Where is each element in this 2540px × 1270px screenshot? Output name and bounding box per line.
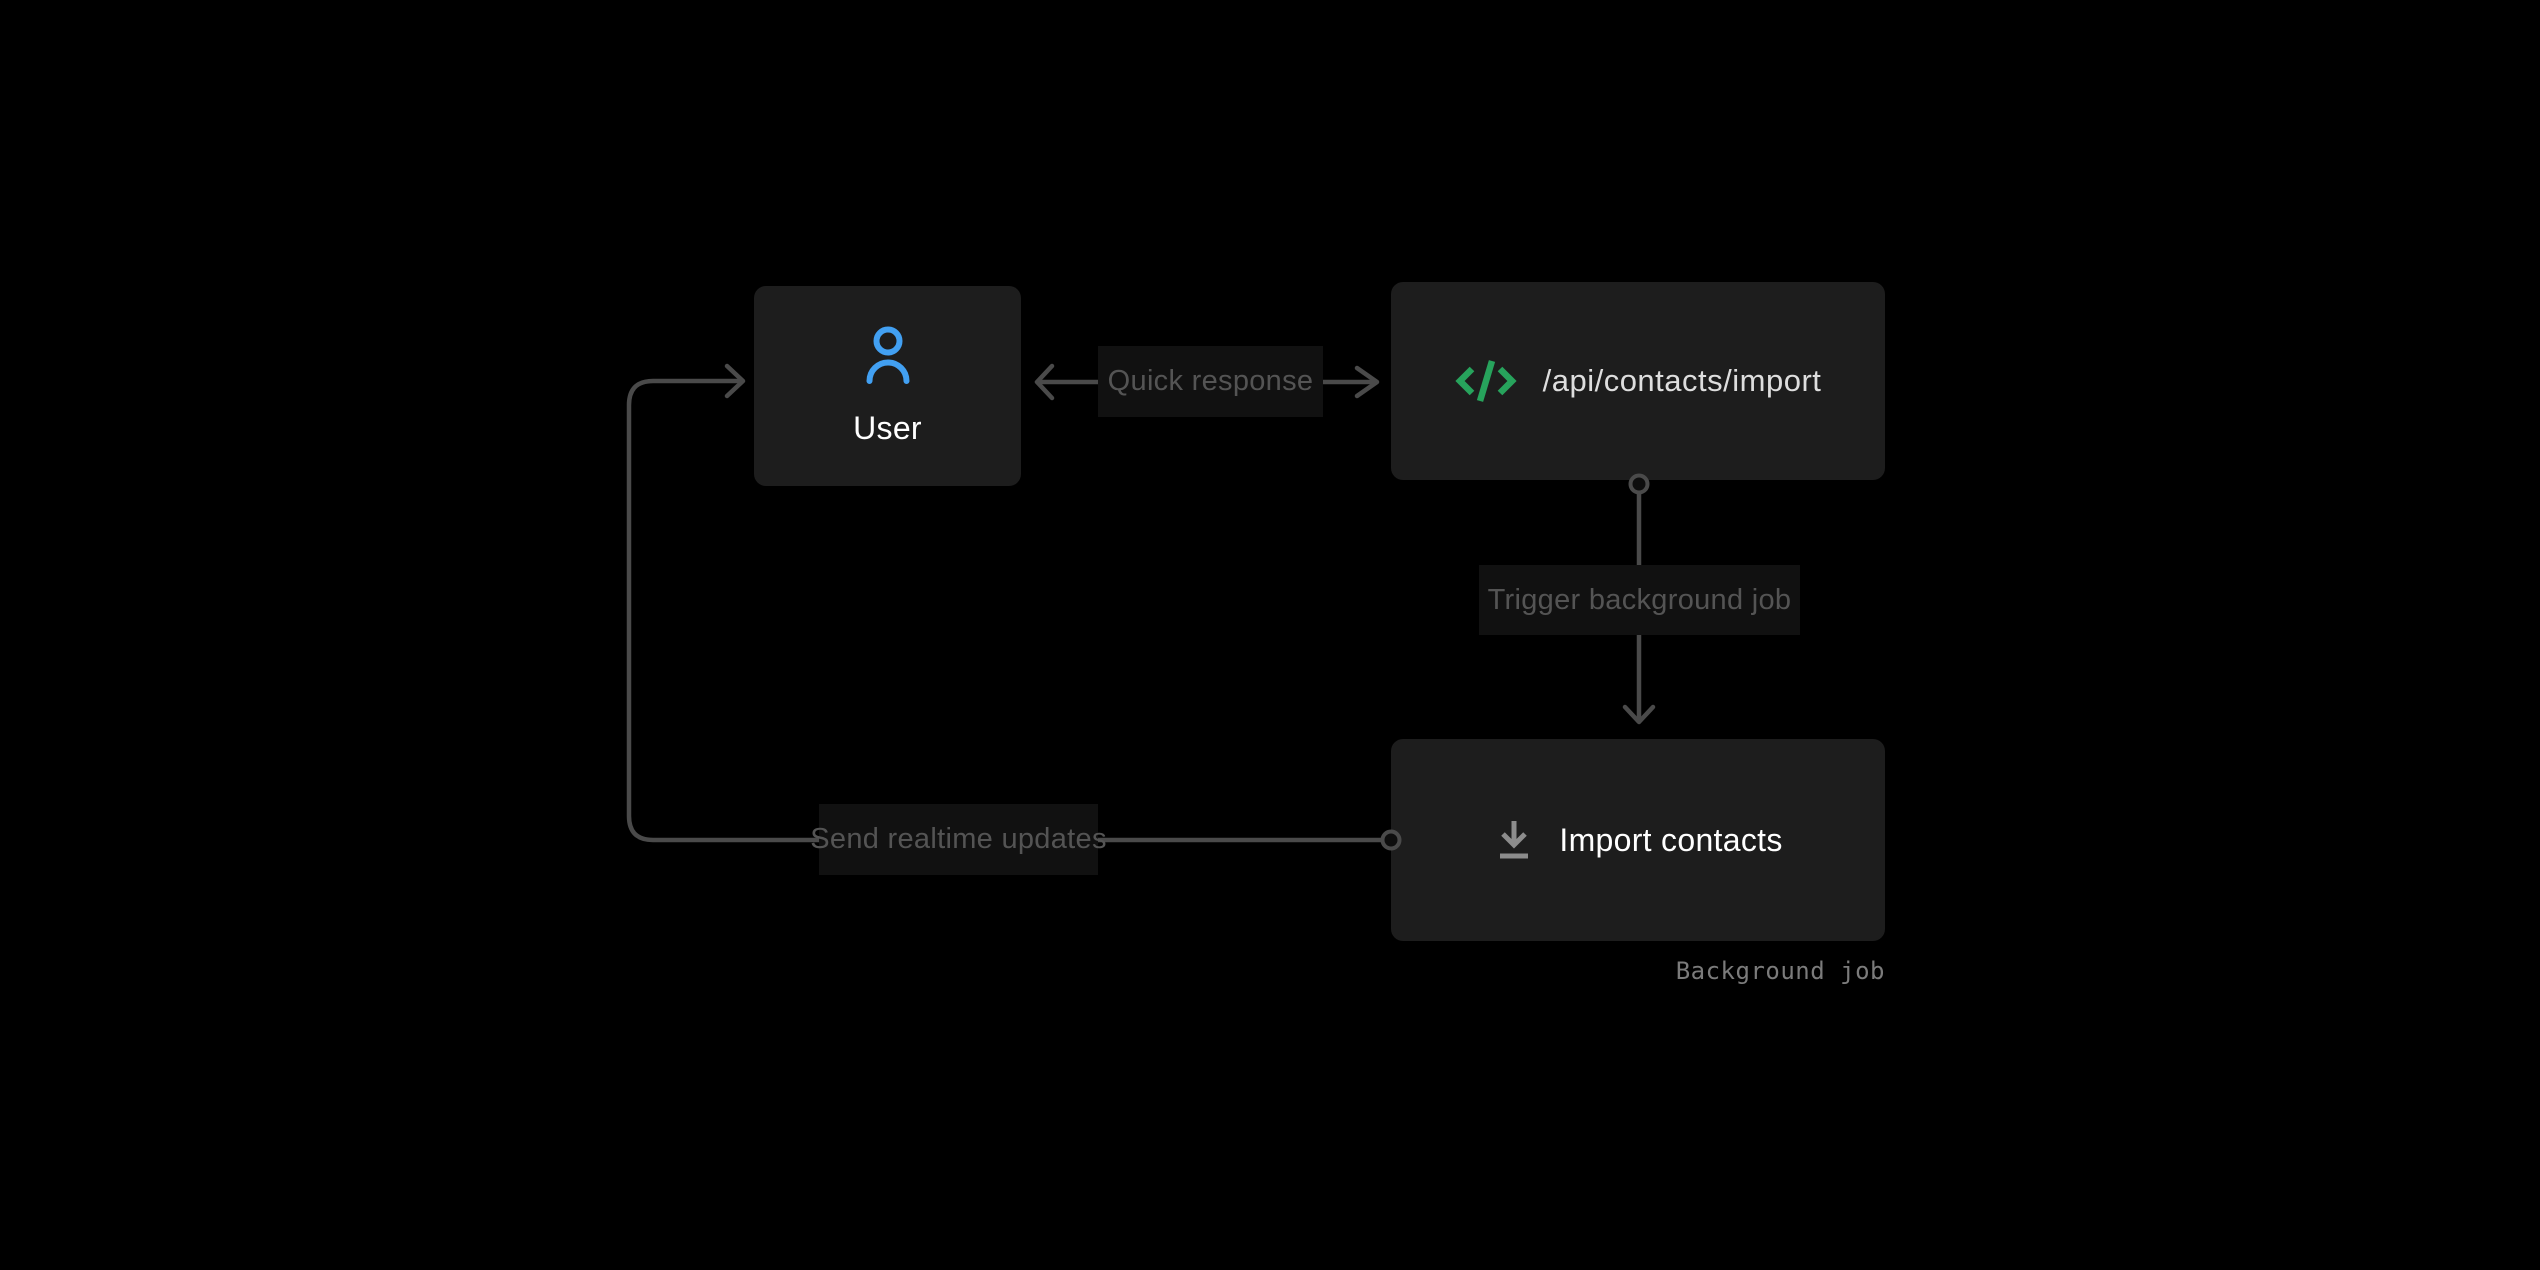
node-user: User (754, 286, 1021, 486)
edge-label-quick-response: Quick response (1098, 346, 1323, 417)
user-icon (866, 326, 909, 384)
arrowhead-right-icon (1354, 365, 1380, 399)
connector-dot-icon (1628, 473, 1650, 495)
arrowhead-down-icon (1622, 704, 1656, 725)
arrowhead-right-icon (724, 363, 746, 399)
code-icon (1454, 360, 1517, 402)
arrowhead-left-icon (1034, 363, 1055, 401)
download-icon (1500, 821, 1529, 859)
edge-label-send-realtime-updates: Send realtime updates (810, 804, 1106, 875)
node-api-endpoint: /api/contacts/import (1391, 282, 1885, 480)
node-api-label: /api/contacts/import (1542, 363, 1822, 398)
background-job-caption: Background job (1675, 957, 1885, 985)
edge-quick-response (1034, 363, 1380, 401)
edge-label-trigger-background-job: Trigger background job (1479, 565, 1800, 635)
connector-dot-icon (1380, 829, 1402, 851)
node-import-contacts: Import contacts (1391, 739, 1885, 941)
edge-send-realtime-updates (626, 363, 1402, 851)
node-user-label: User (853, 409, 922, 446)
node-import-label: Import contacts (1559, 821, 1783, 858)
